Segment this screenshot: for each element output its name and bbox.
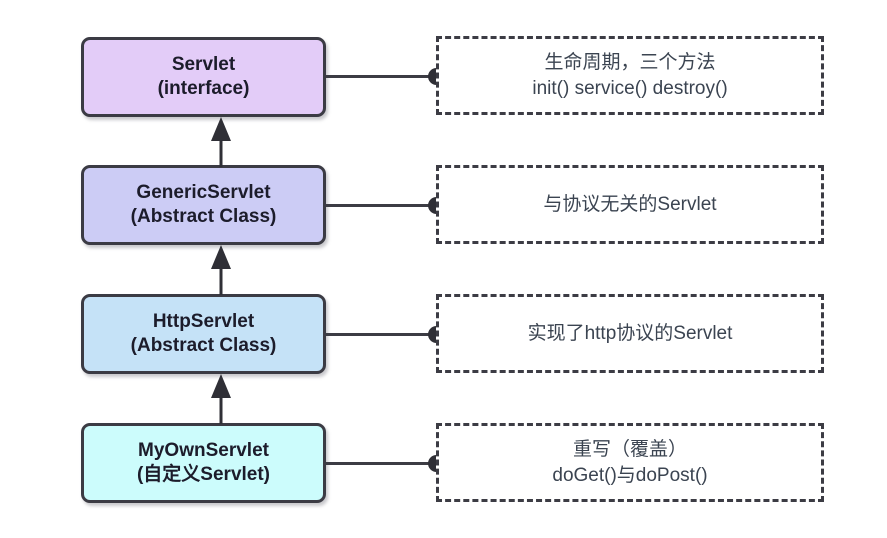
class-stereotype-httpservlet: (Abstract Class) xyxy=(130,335,277,356)
note-box-genericservlet[interactable]: 与协议无关的Servlet xyxy=(436,165,824,244)
class-box-myownservlet[interactable]: MyOwnServlet (自定义Servlet) xyxy=(81,423,326,503)
inheritance-arrow-genericservlet-to-servlet xyxy=(197,117,245,167)
class-box-genericservlet[interactable]: GenericServlet (Abstract Class) xyxy=(81,165,326,245)
class-box-servlet[interactable]: Servlet (interface) xyxy=(81,37,326,117)
class-stereotype-servlet: (interface) xyxy=(157,78,250,99)
note-line-4b: doGet()与doPost() xyxy=(552,464,708,486)
note-connector-line-1 xyxy=(326,75,438,78)
note-box-myownservlet[interactable]: 重写（覆盖） doGet()与doPost() xyxy=(436,423,824,502)
inheritance-arrow-httpservlet-to-genericservlet xyxy=(197,245,245,295)
class-box-httpservlet[interactable]: HttpServlet (Abstract Class) xyxy=(81,294,326,374)
note-box-servlet[interactable]: 生命周期，三个方法 init() service() destroy() xyxy=(436,36,824,115)
class-stereotype-genericservlet: (Abstract Class) xyxy=(130,206,277,227)
class-name-httpservlet: HttpServlet xyxy=(152,310,255,332)
class-stereotype-myownservlet: (自定义Servlet) xyxy=(136,464,271,485)
note-line-1a: 生命周期，三个方法 xyxy=(544,51,716,73)
class-name-servlet: Servlet xyxy=(171,53,236,75)
note-connector-line-4 xyxy=(326,462,438,465)
class-name-myownservlet: MyOwnServlet xyxy=(138,439,269,461)
note-connector-line-2 xyxy=(326,204,438,207)
note-box-httpservlet[interactable]: 实现了http协议的Servlet xyxy=(436,294,824,373)
class-name-genericservlet: GenericServlet xyxy=(136,181,271,203)
note-line-4a: 重写（覆盖） xyxy=(572,438,687,460)
inheritance-arrow-myownservlet-to-httpservlet xyxy=(197,374,245,424)
note-line-2a: 与协议无关的Servlet xyxy=(543,193,717,215)
note-connector-line-3 xyxy=(326,333,438,336)
note-line-1b: init() service() destroy() xyxy=(532,77,728,99)
note-line-3a: 实现了http协议的Servlet xyxy=(527,322,733,344)
